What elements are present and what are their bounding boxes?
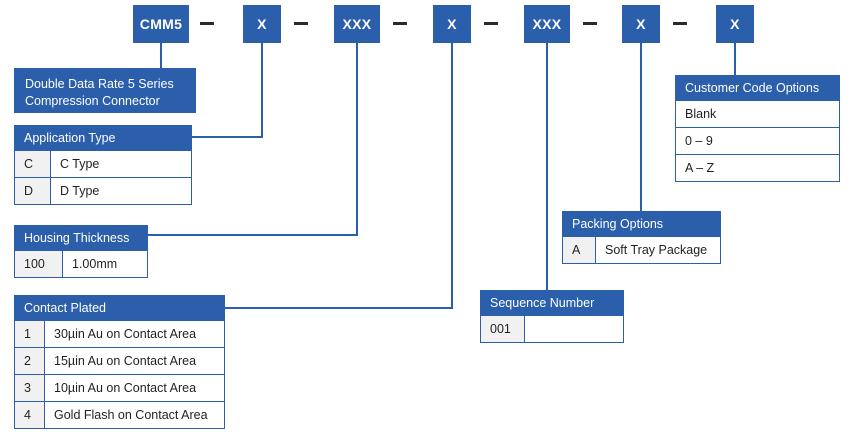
cell-desc: 1.00mm	[63, 251, 147, 277]
token-housing-thickness: XXX	[334, 5, 380, 43]
table-customer-code-options: Customer Code Options Blank 0 – 9 A – Z	[675, 75, 840, 182]
series-note-line-1: Double Data Rate 5 Series	[25, 77, 174, 91]
cell-desc: Gold Flash on Contact Area	[45, 402, 224, 428]
cell-desc: Soft Tray Package	[596, 237, 720, 263]
table-row: D D Type	[15, 177, 191, 204]
series-note-box: Double Data Rate 5 Series Compression Co…	[14, 68, 196, 113]
cell-code: 0 – 9	[676, 128, 839, 154]
cell-code: A	[563, 237, 596, 263]
table-row: 1 30µin Au on Contact Area	[15, 320, 224, 347]
cell-desc: D Type	[51, 178, 191, 204]
token-sequence-number: XXX	[524, 5, 570, 43]
cell-code: A – Z	[676, 155, 839, 181]
separator-dash-4	[484, 22, 498, 25]
separator-dash-6	[673, 22, 687, 25]
token-series-label: CMM5	[139, 16, 183, 32]
table-row: C C Type	[15, 150, 191, 177]
table-sequence-number: Sequence Number 001	[480, 290, 624, 343]
cell-desc: C Type	[51, 151, 191, 177]
cell-code: 3	[15, 375, 45, 401]
token-series: CMM5	[133, 5, 189, 43]
table-row: 0 – 9	[676, 127, 839, 154]
cell-desc: 15µin Au on Contact Area	[45, 348, 224, 374]
table-row: 4 Gold Flash on Contact Area	[15, 401, 224, 428]
table-row: A Soft Tray Package	[563, 236, 720, 263]
separator-dash-5	[583, 22, 597, 25]
table-row: 2 15µin Au on Contact Area	[15, 347, 224, 374]
token-application-type: X	[243, 5, 281, 43]
token-application-type-label: X	[257, 16, 267, 32]
cell-code: Blank	[676, 101, 839, 127]
cell-desc: 30µin Au on Contact Area	[45, 321, 224, 347]
connector-contact-plated	[225, 43, 453, 309]
table-application-type: Application Type C C Type D D Type	[14, 125, 192, 205]
table-row: 3 10µin Au on Contact Area	[15, 374, 224, 401]
cell-code: D	[15, 178, 51, 204]
cell-code: 100	[15, 251, 63, 277]
separator-dash-3	[393, 22, 407, 25]
table-application-type-header: Application Type	[15, 126, 191, 150]
cell-desc: 10µin Au on Contact Area	[45, 375, 224, 401]
series-note-line-2: Compression Connector	[25, 94, 160, 108]
cell-code: 4	[15, 402, 45, 428]
table-row: Blank	[676, 100, 839, 127]
table-customer-code-options-header: Customer Code Options	[676, 76, 839, 100]
table-row: 001	[481, 315, 623, 342]
table-sequence-number-header: Sequence Number	[481, 291, 623, 315]
connector-application-type	[192, 43, 263, 138]
cell-desc	[525, 316, 623, 342]
token-packing-options-label: X	[636, 16, 646, 32]
cell-code: 2	[15, 348, 45, 374]
token-customer-code-label: X	[730, 16, 740, 32]
table-housing-thickness-header: Housing Thickness	[15, 226, 147, 250]
cell-code: 1	[15, 321, 45, 347]
table-contact-plated: Contact Plated 1 30µin Au on Contact Are…	[14, 295, 225, 429]
token-contact-plated-label: X	[447, 16, 457, 32]
separator-dash-1	[200, 22, 214, 25]
token-packing-options: X	[622, 5, 660, 43]
cell-code: C	[15, 151, 51, 177]
table-row: A – Z	[676, 154, 839, 181]
token-sequence-number-label: XXX	[532, 16, 562, 32]
token-housing-thickness-label: XXX	[342, 16, 372, 32]
table-housing-thickness: Housing Thickness 100 1.00mm	[14, 225, 148, 278]
token-contact-plated: X	[433, 5, 471, 43]
separator-dash-2	[294, 22, 308, 25]
table-packing-options: Packing Options A Soft Tray Package	[562, 211, 721, 264]
cell-code: 001	[481, 316, 525, 342]
table-row: 100 1.00mm	[15, 250, 147, 277]
table-packing-options-header: Packing Options	[563, 212, 720, 236]
table-contact-plated-header: Contact Plated	[15, 296, 224, 320]
token-customer-code: X	[716, 5, 754, 43]
